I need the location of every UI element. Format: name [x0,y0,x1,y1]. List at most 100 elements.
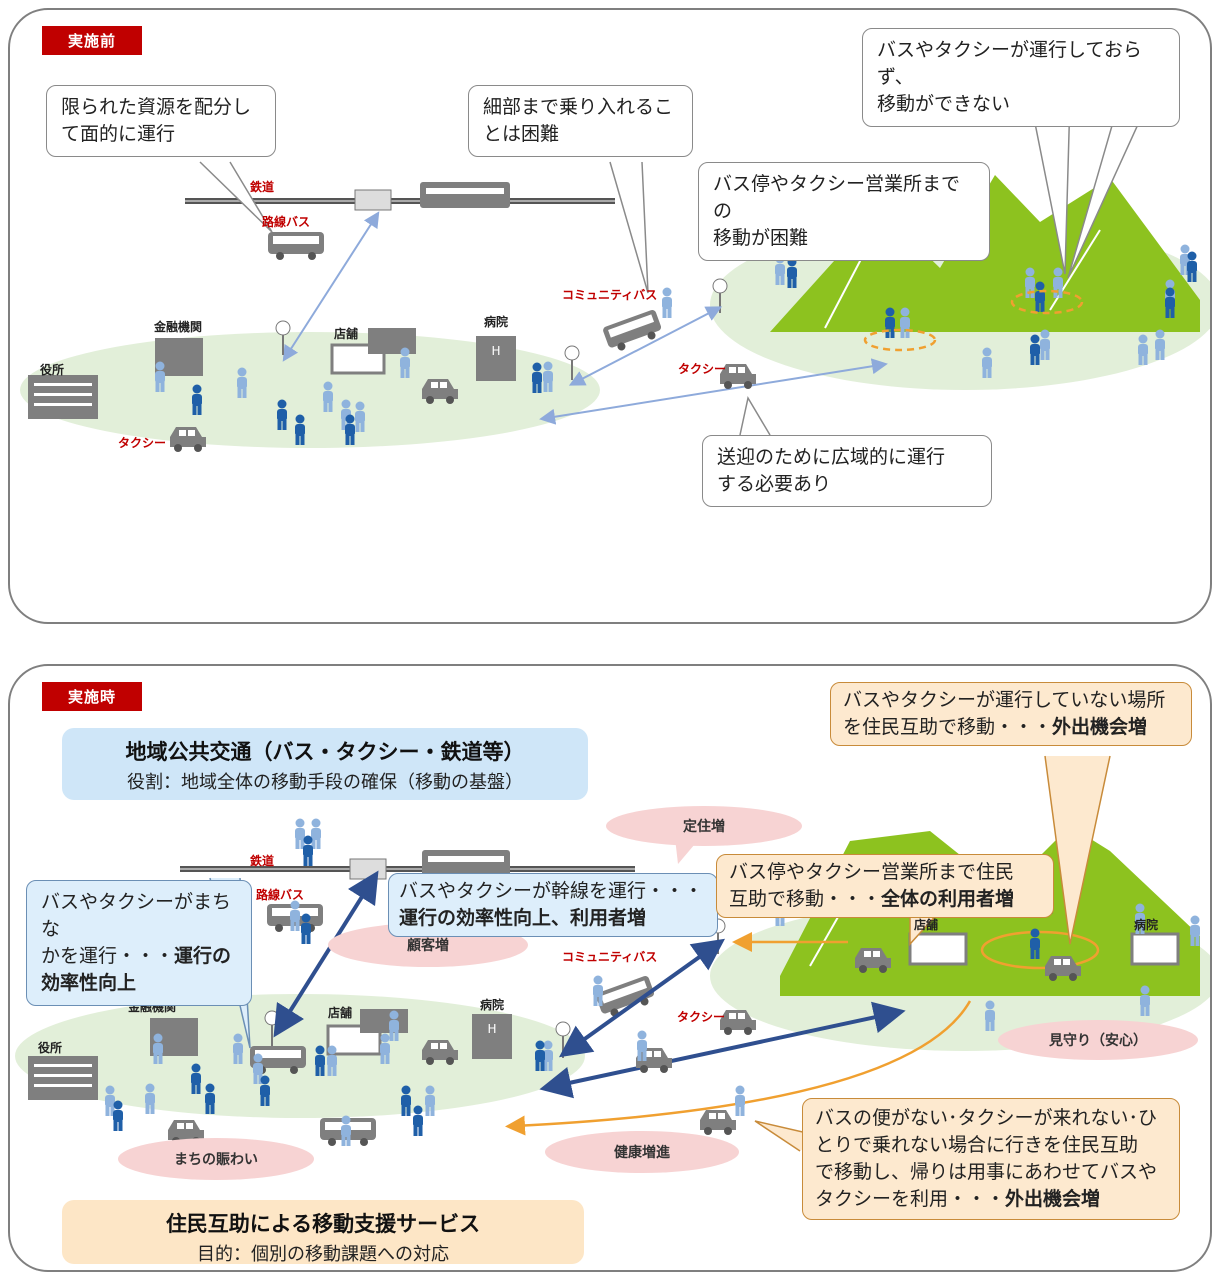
callout-text: する必要あり [717,473,832,495]
arrow-trunk-taxi [539,1001,906,1099]
callout-text: バスやタクシーが運行していない場所 [843,689,1166,711]
hospital-h: H [487,1022,496,1036]
callout-text: で移動し、帰りは用事にあわせてバスや [815,1161,1158,1183]
callout-text: 送迎のために広域的に運行 [717,446,946,468]
public-transport-title: 地域公共交通（バス・タクシー・鉄道等） [125,740,525,764]
callout-return-trip: バスの便がない･タクシーが来れない･ひ とりで乗れない場合に行きを住民互助 で移… [802,1098,1180,1220]
bus-stop-1 [264,1010,280,1026]
callout-text: 細部まで乗り入れるこ [483,96,674,118]
mountain-hospital-building [1130,932,1180,966]
callout-text: バスやタクシーが運行しておらず、 [877,39,1142,88]
hospital-building [472,1014,512,1059]
before-panel: 実施前 [8,8,1212,624]
train-windows [426,188,504,194]
callout-text: 移動が困難 [713,227,809,249]
shop-building-2 [360,1009,408,1033]
callout-detail-difficult: 細部まで乗り入れるこ とは困難 [468,85,693,157]
during-tag: 実施時 [42,682,143,711]
effect-lively: まちの賑わい [118,1138,314,1180]
hospital-label: 病院 [480,998,505,1012]
community-bus-icon [602,308,665,355]
taxi-label: タクシー [677,1010,726,1024]
arrow-trunk-rail [273,870,379,1038]
finance-label: 金融機関 [154,320,203,334]
callout-no-service: バスやタクシーが運行していない場所 を住民互助で移動・・・外出機会増 [830,682,1192,746]
callout-stop-difficult: バス停やタクシー営業所までの 移動が困難 [698,162,990,261]
callout-text-bold: 外出機会増 [1005,1188,1101,1210]
mutual-aid-subtitle: 目的：個別の移動課題への対応 [197,1244,449,1265]
hospital-label: 病院 [484,315,509,329]
callout-text: 互助で移動・・・全体の利用者増 [729,886,1041,913]
bus-stop-2 [555,1021,571,1037]
isolated-circle-2 [1010,289,1084,315]
before-scene: H [20,97,1210,452]
callout-text-plain: を住民互助で移動・・・ [843,716,1053,738]
effect-health: 健康増進 [545,1131,739,1173]
callout-text: とりで乗れない場合に行きを住民互助 [815,1134,1139,1156]
callout-town-operation: バスやタクシーがまちな かを運行・・・運行の 効率性向上 [26,880,252,1006]
callout-text: 移動ができない [877,93,1011,115]
callout-text: バス停やタクシー営業所までの [713,173,961,222]
callout-trunk-operation: バスやタクシーが幹線を運行・・・ 運行の効率性向上、利用者増 [388,873,718,937]
callout-wide-area: 送迎のために広域的に運行 する必要あり [702,435,992,507]
bus-stop-3 [712,278,728,294]
callout-limited-resources: 限られた資源を配分し て面的に運行 [46,85,276,157]
mountain-shop-building [908,932,968,966]
mutual-aid-title: 住民互助による移動支援サービス [165,1212,481,1236]
taxi-label-2: タクシー [678,362,727,376]
bus-stop-2 [564,345,580,361]
callout-text-plain: タクシーを利用・・・ [815,1188,1006,1210]
tail-tostop [909,910,941,946]
city-hall-building [28,375,98,419]
train-windows [428,856,504,862]
tail-nobus-1 [1029,97,1071,275]
tail-nobus-2 [1067,97,1151,279]
callout-text-bold: 運行の効率性向上、利用者増 [399,907,647,929]
before-tag: 実施前 [42,26,143,55]
train [420,182,510,208]
railway-label: 鉄道 [250,854,275,868]
mountain-shop-label: 店舗 [914,918,939,932]
tail-detail [609,161,649,294]
public-transport-subtitle: 役割：地域全体の移動手段の確保（移動の基盤） [127,772,523,793]
callout-text-bold: 効率性向上 [41,972,137,994]
callout-text-bold: 運行の [174,945,232,967]
effect-watch: 見守り（安心） [998,1020,1198,1060]
community-bus-label: コミュニティバス [562,950,658,964]
arrow-station-stop [282,211,380,362]
route-bus-label: 路線バス [256,888,305,902]
public-transport-box: 地域公共交通（バス・タクシー・鉄道等） 役割：地域全体の移動手段の確保（移動の基… [62,728,588,800]
callout-text: タクシーを利用・・・外出機会増 [815,1186,1167,1213]
car-aid [700,1110,736,1135]
callout-text: て面的に運行 [61,123,176,145]
callout-text: とは困難 [483,123,560,145]
callout-text: を住民互助で移動・・・外出機会増 [843,714,1179,741]
community-bus-icon [595,974,658,1021]
callout-text: バスやタクシーがまちな [41,891,232,940]
mutual-aid-box: 住民互助による移動支援サービス 目的：個別の移動課題への対応 [62,1200,584,1265]
watch-circle [980,930,1100,970]
callout-text-plain: 互助で移動・・・ [729,888,882,910]
callout-text: 運行の効率性向上、利用者増 [399,905,707,932]
callout-text: 限られた資源を配分し [61,96,252,118]
callout-text: 効率性向上 [41,970,237,997]
mountain-hospital-label: 病院 [1134,918,1159,932]
railway-label: 鉄道 [250,180,275,194]
community-bus-label: コミュニティバス [562,288,658,302]
effect-settle: 定住増 [606,806,802,846]
railway-station [354,189,392,211]
callout-text: かを運行・・・運行の [41,943,237,970]
arrow-taxi-wide [539,358,888,425]
route-bus-icon [268,232,324,260]
tail-wide [739,395,771,436]
city-hall-label: 役所 [38,1041,63,1055]
during-panel: 実施時 [8,664,1212,1272]
tail-limited [199,161,273,233]
callout-text-bold: 外出機会増 [1052,716,1148,738]
callout-text-plain: かを運行・・・ [41,945,175,967]
route-bus-label: 路線バス [262,215,311,229]
callout-to-stop: バス停やタクシー営業所まで住民 互助で移動・・・全体の利用者増 [716,854,1054,918]
bus-stop-1 [275,320,291,336]
city-hall-label: 役所 [40,363,65,377]
railway-track-stripe [185,200,615,202]
